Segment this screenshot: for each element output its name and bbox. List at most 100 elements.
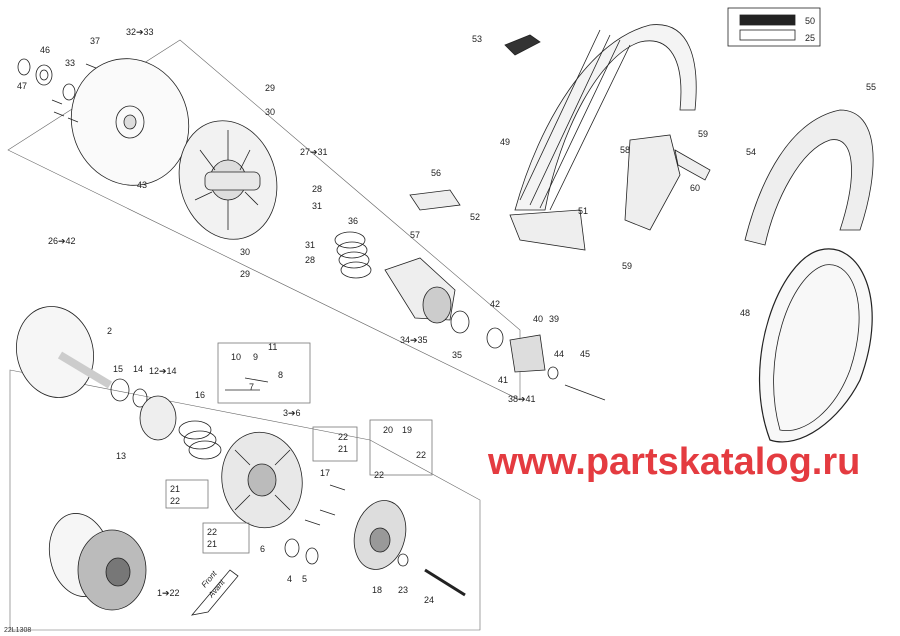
callout-label: 52 <box>470 212 480 222</box>
driven-sheave-fixed <box>70 58 190 186</box>
callout-label: 40 <box>533 314 543 324</box>
callout-label: 3➔6 <box>283 408 301 418</box>
callout-label: 44 <box>554 349 564 359</box>
callout-label: 35 <box>452 350 462 360</box>
callout-label: 14 <box>133 364 143 374</box>
callout-label: 16 <box>195 390 205 400</box>
callout-label: 60 <box>690 183 700 193</box>
drive-belt <box>758 248 873 443</box>
callout-label: 2 <box>107 326 112 336</box>
callout-label: 31 <box>305 240 315 250</box>
spring <box>334 231 372 279</box>
callout-label: 22 <box>338 432 348 442</box>
drive-sheave-movable <box>221 431 303 529</box>
callout-label: 22 <box>374 470 384 480</box>
drive-bolt <box>424 568 466 597</box>
callout-label: 46 <box>40 45 50 55</box>
callout-label: 32➔33 <box>126 27 154 37</box>
callout-label: 39 <box>549 314 559 324</box>
callout-label: 10 <box>231 352 241 362</box>
front-arrow: Front Avant <box>190 569 239 616</box>
callout-label: 55 <box>866 82 876 92</box>
governor-cup <box>139 395 177 441</box>
callout-label: 36 <box>348 216 358 226</box>
decal-label-50: 50 <box>805 16 815 26</box>
callout-label: 18 <box>372 585 382 595</box>
callout-label: 57 <box>410 230 420 240</box>
callout-label: 59 <box>698 129 708 139</box>
drive-sheave-fixed <box>16 306 148 408</box>
callout-label: 29 <box>240 269 250 279</box>
callout-label: 21 <box>207 539 217 549</box>
callout-label: 26➔42 <box>48 236 76 246</box>
callout-label: 23 <box>398 585 408 595</box>
washers-left <box>17 58 97 123</box>
callout-label: 31 <box>312 201 322 211</box>
callout-label: 29 <box>265 83 275 93</box>
support-bracket <box>624 134 681 231</box>
callout-label: 1➔22 <box>157 588 180 598</box>
callout-box-c <box>165 479 209 509</box>
callout-label: 59 <box>622 261 632 271</box>
callout-label: 17 <box>320 468 330 478</box>
rubber-pad <box>504 34 541 56</box>
callout-label: 11 <box>268 342 277 352</box>
callout-label: 22 <box>207 527 217 537</box>
drive-assembly-outline <box>9 369 481 631</box>
callout-label: 22 <box>416 450 426 460</box>
callout-label: 5 <box>302 574 307 584</box>
driven-sheave-movable <box>178 120 278 240</box>
callout-label: 24 <box>424 595 434 605</box>
callout-label: 21 <box>338 444 348 454</box>
callout-label: 28 <box>312 184 322 194</box>
callout-label: 53 <box>472 34 482 44</box>
callout-label: 54 <box>746 147 756 157</box>
callout-box-b <box>312 426 358 462</box>
callout-labels: 32➔33374633474326➔42293027➔3128313031282… <box>17 27 876 605</box>
callout-box-a <box>217 342 311 404</box>
callout-label: 30 <box>265 107 275 117</box>
callout-label: 37 <box>90 36 100 46</box>
callout-label: 56 <box>431 168 441 178</box>
callout-label: 28 <box>305 255 315 265</box>
belt-guard-frame <box>509 24 697 251</box>
callout-label: 19 <box>402 425 412 435</box>
callout-label: 27➔31 <box>300 147 328 157</box>
drive-spring <box>178 420 222 460</box>
belt-shield <box>744 109 874 246</box>
decal-label-25: 25 <box>805 33 815 43</box>
callout-label: 33 <box>65 58 75 68</box>
callout-label: 15 <box>113 364 123 374</box>
callout-label: 38➔41 <box>508 394 536 404</box>
callout-label: 9 <box>253 352 258 362</box>
clip <box>409 189 461 211</box>
callout-label: 41 <box>498 375 508 385</box>
callout-label: 6 <box>260 544 265 554</box>
watermark: www.partskatalog.ru <box>487 441 860 483</box>
callout-label: 4 <box>287 574 292 584</box>
callout-label: 34➔35 <box>400 335 428 345</box>
callout-label: 43 <box>137 180 147 190</box>
callout-label: 13 <box>116 451 126 461</box>
callout-label: 21 <box>170 484 180 494</box>
drive-clutch-assembled <box>48 513 147 611</box>
callout-label: 8 <box>278 370 283 380</box>
callout-label: 45 <box>580 349 590 359</box>
callout-label: 58 <box>620 145 630 155</box>
callout-label: 30 <box>240 247 250 257</box>
callout-label: 49 <box>500 137 510 147</box>
callout-label: 12➔14 <box>149 366 177 376</box>
callout-box-e <box>369 419 433 476</box>
callout-label: 42 <box>490 299 500 309</box>
callout-label: 22 <box>170 496 180 506</box>
callout-label: 20 <box>383 425 393 435</box>
callout-label: 51 <box>578 206 588 216</box>
drawing-code: 22L1308 <box>4 627 31 634</box>
callout-box-d <box>202 522 250 554</box>
callout-label: 48 <box>740 308 750 318</box>
callout-label: 47 <box>17 81 27 91</box>
spider <box>353 500 407 570</box>
callout-label: 7 <box>249 382 254 392</box>
cam <box>384 257 606 401</box>
